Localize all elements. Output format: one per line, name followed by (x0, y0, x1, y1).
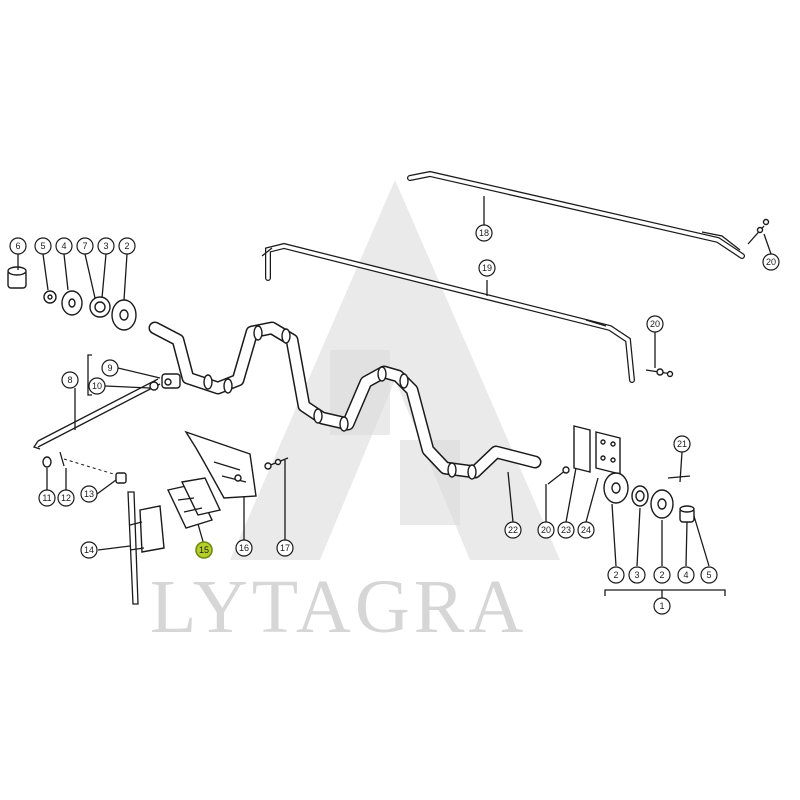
callout-5-bottom[interactable]: 5 (700, 566, 718, 584)
callout-8-label: 8 (67, 375, 72, 385)
callout-22-label: 22 (508, 525, 518, 535)
callout-2-top[interactable]: 2 (118, 237, 136, 255)
rod-8 (32, 378, 161, 450)
callout-19-label: 19 (482, 263, 492, 273)
callout-15[interactable]: 15 (195, 541, 213, 559)
callout-24[interactable]: 24 (577, 521, 595, 539)
callout-5-top-label: 5 (40, 241, 45, 251)
callout-20-middle[interactable]: 20 (646, 315, 664, 333)
callout-20-right[interactable]: 20 (762, 253, 780, 271)
callout-14-label: 14 (84, 545, 94, 555)
callout-22[interactable]: 22 (504, 521, 522, 539)
callout-21[interactable]: 21 (673, 435, 691, 453)
bolts-20 (645, 218, 770, 378)
callout-10-label: 10 (92, 381, 102, 391)
callout-5-top[interactable]: 5 (34, 237, 52, 255)
callout-19[interactable]: 19 (478, 259, 496, 277)
callout-20-bottom[interactable]: 20 (537, 521, 555, 539)
tube-22 (148, 321, 542, 480)
callout-5-bottom-label: 5 (706, 570, 711, 580)
callout-6-label: 6 (15, 241, 20, 251)
callout-1-label: 1 (659, 601, 664, 611)
callout-12-label: 12 (61, 493, 71, 503)
callout-23[interactable]: 23 (557, 521, 575, 539)
callout-9-label: 9 (107, 363, 112, 373)
callout-21-label: 21 (677, 439, 687, 449)
callout-17-label: 17 (280, 543, 290, 553)
callout-13[interactable]: 13 (80, 485, 98, 503)
callout-1[interactable]: 1 (653, 597, 671, 615)
callout-11[interactable]: 11 (38, 489, 56, 507)
callout-3-bottom[interactable]: 3 (628, 566, 646, 584)
callout-3-top-label: 3 (103, 241, 108, 251)
callout-13-label: 13 (84, 489, 94, 499)
leader-lines (17, 196, 772, 598)
bracket-14 (127, 491, 165, 605)
callout-24-label: 24 (581, 525, 591, 535)
callout-4-top-label: 4 (61, 241, 66, 251)
callout-20-bottom-label: 20 (541, 525, 551, 535)
parts-group-top-left (7, 266, 137, 331)
plate-16 (184, 430, 257, 499)
callout-6[interactable]: 6 (9, 237, 27, 255)
bar-18 (407, 170, 745, 259)
brackets-23-24 (547, 425, 621, 485)
bar-19 (261, 242, 635, 383)
callout-10[interactable]: 10 (88, 377, 106, 395)
callout-12[interactable]: 12 (57, 489, 75, 507)
callout-3-top[interactable]: 3 (97, 237, 115, 255)
callout-4-bottom-label: 4 (683, 570, 688, 580)
callout-16-label: 16 (239, 543, 249, 553)
callout-11-label: 11 (42, 493, 51, 503)
callout-2-top-label: 2 (124, 241, 129, 251)
callout-8[interactable]: 8 (61, 371, 79, 389)
callout-14[interactable]: 14 (80, 541, 98, 559)
callout-15-label: 15 (199, 545, 209, 555)
callout-16[interactable]: 16 (235, 539, 253, 557)
callout-4-bottom[interactable]: 4 (677, 566, 695, 584)
parts-group-11-13 (42, 451, 127, 484)
parts-group-9-10 (149, 373, 181, 391)
callout-3-bottom-label: 3 (634, 570, 639, 580)
callout-23-label: 23 (561, 525, 571, 535)
callout-7-label: 7 (82, 241, 87, 251)
callout-18[interactable]: 18 (475, 224, 493, 242)
callout-20-middle-label: 20 (650, 319, 660, 329)
parts-group-right-bearing (603, 472, 695, 523)
callout-18-label: 18 (479, 228, 489, 238)
callout-17[interactable]: 17 (276, 539, 294, 557)
callout-2-bottom-a-label: 2 (613, 570, 618, 580)
callout-20-right-label: 20 (766, 257, 776, 267)
watermark-text: LYTAGRA (150, 565, 527, 649)
bolt-17 (264, 457, 289, 470)
callout-2-bottom-b-label: 2 (659, 570, 664, 580)
callout-7[interactable]: 7 (76, 237, 94, 255)
part-15 (166, 477, 222, 529)
callout-2-bottom-b[interactable]: 2 (653, 566, 671, 584)
callout-4-top[interactable]: 4 (55, 237, 73, 255)
callout-9[interactable]: 9 (101, 359, 119, 377)
callout-2-bottom-a[interactable]: 2 (607, 566, 625, 584)
